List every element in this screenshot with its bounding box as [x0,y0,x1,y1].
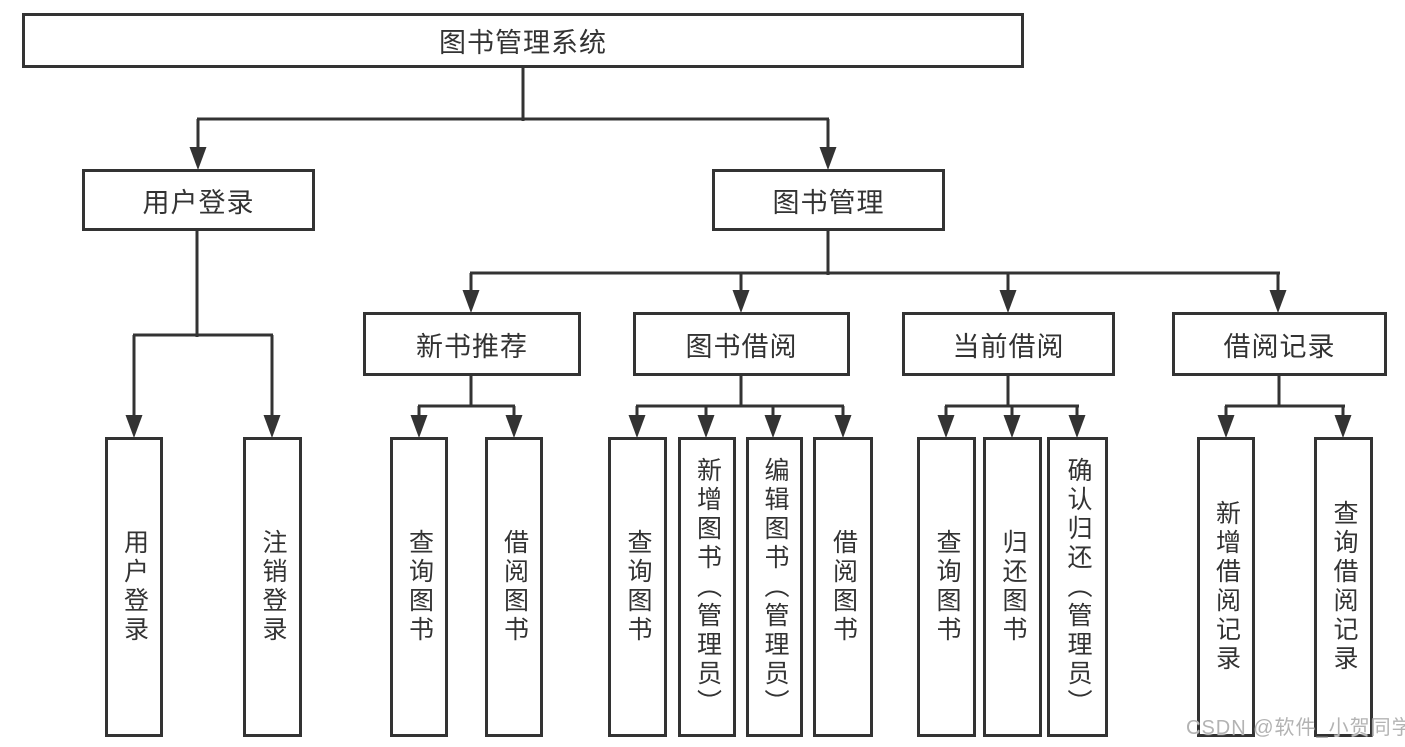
leaf-logout: 注销登录 [243,437,302,737]
leaf-borrow-book-2-label: 借阅图书 [829,529,858,645]
node-borrow-records: 借阅记录 [1172,312,1387,376]
node-user-login: 用户登录 [82,169,315,231]
node-root-label: 图书管理系统 [439,28,607,58]
node-borrow-records-label: 借阅记录 [1223,331,1336,362]
node-current-borrow: 当前借阅 [902,312,1115,376]
node-new-book-recommend-label: 新书推荐 [416,331,528,362]
leaf-edit-book-admin: 编辑图书（管理员） [746,437,803,737]
leaf-borrow-book-1: 借阅图书 [485,437,543,737]
leaf-edit-book-admin-label: 编辑图书（管理员） [761,456,789,718]
node-book-borrow: 图书借阅 [633,312,850,376]
connector-lines [132,68,1345,417]
leaf-add-borrow-record-label: 新增借阅记录 [1212,500,1241,674]
node-root: 图书管理系统 [22,13,1024,68]
leaf-query-book-1: 查询图书 [390,437,448,737]
leaf-logout-label: 注销登录 [259,529,287,645]
node-user-login-label: 用户登录 [142,187,255,218]
node-book-management: 图书管理 [712,169,945,231]
node-book-management-label: 图书管理 [772,187,885,218]
leaf-query-book-3-label: 查询图书 [933,529,961,645]
leaf-query-book-2-label: 查询图书 [624,529,652,645]
leaf-add-borrow-record: 新增借阅记录 [1197,437,1255,737]
node-current-borrow-label: 当前借阅 [952,331,1065,362]
arrowhead-icons [125,147,1352,438]
leaf-add-book-admin-label: 新增图书（管理员） [693,456,722,718]
csdn-watermark: CSDN @软件_小贺同学 [1186,717,1405,739]
node-book-borrow-label: 图书借阅 [685,331,798,362]
leaf-query-book-1-label: 查询图书 [405,529,434,645]
leaf-confirm-return-admin: 确认归还（管理员） [1047,437,1108,737]
leaf-borrow-book-2: 借阅图书 [813,437,873,737]
leaf-query-borrow-record-label: 查询借阅记录 [1330,500,1358,674]
leaf-user-login-label: 用户登录 [120,529,149,645]
leaf-return-book: 归还图书 [983,437,1042,737]
leaf-return-book-label: 归还图书 [999,529,1027,645]
leaf-query-book-3: 查询图书 [917,437,976,737]
leaf-user-login: 用户登录 [105,437,163,737]
leaf-add-book-admin: 新增图书（管理员） [678,437,736,737]
leaf-borrow-book-1-label: 借阅图书 [500,529,529,645]
leaf-confirm-return-admin-label: 确认归还（管理员） [1064,456,1092,718]
leaf-query-borrow-record: 查询借阅记录 [1314,437,1373,737]
leaf-query-book-2: 查询图书 [608,437,667,737]
node-new-book-recommend: 新书推荐 [363,312,581,376]
